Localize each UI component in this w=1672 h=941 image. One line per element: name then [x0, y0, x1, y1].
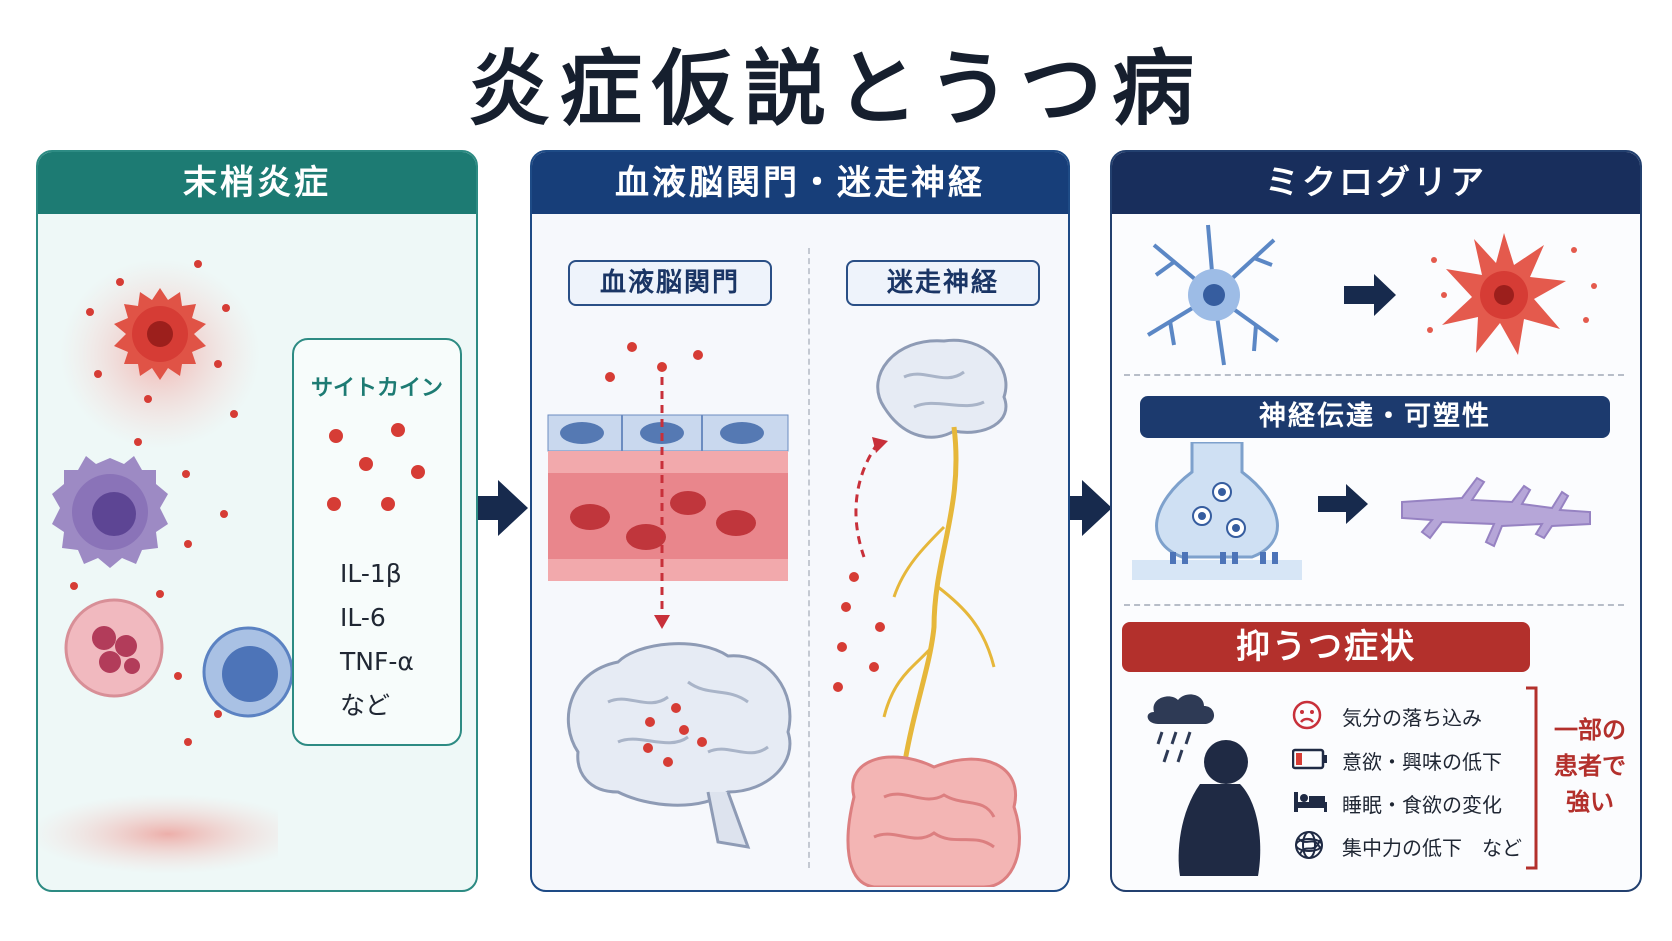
symptom-item: 睡眠・食欲の変化 — [1342, 793, 1502, 817]
bbb-vagus-panel: 血液脳関門・迷走神経 血液脳関門 迷走神経 — [530, 150, 1070, 892]
microglia-activation-illustration — [1146, 224, 1597, 366]
peripheral-inflammation-panel: 末梢炎症 — [36, 150, 478, 892]
lymphocyte-cell-icon — [202, 626, 294, 718]
synapse-illustration — [1132, 442, 1591, 580]
symptom-item: 集中力の低下 など — [1342, 836, 1522, 860]
tangle-icon — [1295, 831, 1323, 859]
divider — [1124, 604, 1624, 606]
cytokine-dots-icon — [327, 423, 425, 511]
cytokine-item: など — [340, 691, 391, 720]
symptom-item: 気分の落ち込み — [1342, 706, 1482, 730]
cytokine-list: IL-1β IL-6 TNF-α など — [340, 552, 414, 728]
sad-face-icon — [1292, 700, 1322, 730]
severity-note: 一部の患者で強い — [1554, 716, 1626, 816]
bracket-icon — [1526, 686, 1538, 870]
panel-header: 血液脳関門・迷走神経 — [532, 152, 1068, 214]
depressive-symptoms-header: 抑うつ症状 — [1122, 622, 1530, 672]
vagus-nerve-label: 迷走神経 — [846, 260, 1040, 306]
immune-cells-illustration — [38, 259, 278, 874]
blood-brain-barrier-illustration — [547, 342, 792, 849]
panel-header: 末梢炎症 — [38, 152, 476, 214]
low-battery-icon — [1292, 748, 1327, 770]
bed-icon — [1294, 792, 1327, 812]
depressed-person-icon — [1147, 694, 1261, 876]
neurotransmission-bar: 神経伝達・可塑性 — [1140, 396, 1610, 438]
cytokine-item: IL-6 — [340, 603, 386, 632]
symptom-item: 意欲・興味の低下 — [1342, 750, 1502, 774]
arrow-right-icon — [474, 480, 528, 536]
cytokine-box: サイトカイン IL-1β IL-6 TNF-α など — [292, 338, 462, 746]
arrow-right-icon — [1058, 480, 1112, 536]
page-title: 炎症仮説とうつ病 — [467, 42, 1204, 137]
cytokine-item: TNF-α — [340, 647, 414, 676]
divider — [1124, 374, 1624, 376]
cytokine-title: サイトカイン — [310, 376, 443, 401]
bbb-label: 血液脳関門 — [568, 260, 772, 306]
vagus-nerve-illustration — [833, 338, 1021, 887]
panel-header: ミクログリア — [1112, 152, 1640, 214]
microglia-panel: ミクログリア 神経伝達・可塑性 — [1110, 150, 1642, 892]
divider — [808, 248, 810, 868]
cytokine-item: IL-1β — [340, 559, 402, 588]
